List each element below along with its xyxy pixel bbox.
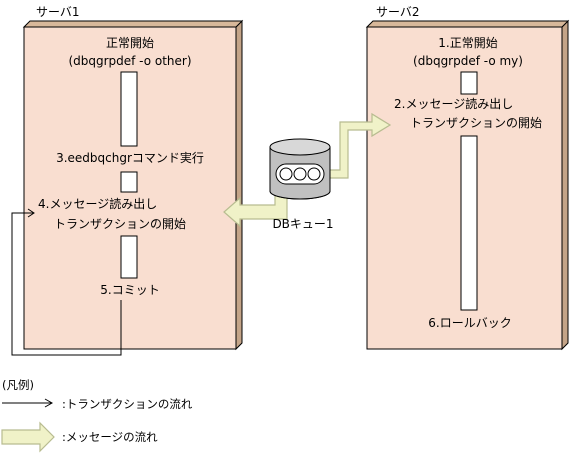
transaction-flow-loop <box>11 208 122 356</box>
db-queue-icon <box>269 138 331 200</box>
server1-wait-bar-1 <box>120 71 138 147</box>
message-arrow-to-server2 <box>325 112 392 179</box>
server2-processing-bar <box>460 135 478 311</box>
server2-step6: 6.ロールバック <box>428 316 511 330</box>
legend-title: (凡例) <box>2 378 34 392</box>
server1-wait-bar-2 <box>120 171 138 193</box>
server1-wait-bar-3 <box>120 235 138 279</box>
server1-title: サーバ1 <box>36 5 80 19</box>
server2-title: サーバ2 <box>376 5 420 19</box>
server1-step4-line1: 4.メッセージ読み出し <box>38 196 157 211</box>
server1-step5: 5.コミット <box>100 283 159 297</box>
legend-transaction-arrow <box>2 398 54 408</box>
server2-step2-line1: 2.メッセージ読み出し <box>394 96 513 111</box>
server2-wait-bar-1 <box>460 71 478 95</box>
db-queue-label: DBキュー1 <box>272 217 333 231</box>
server1-start-command: (dbqgrpdef -o other) <box>68 54 191 68</box>
server2-start-label: 1.正常開始 <box>438 36 497 50</box>
legend-message-arrow <box>1 421 55 453</box>
server1-start-label: 正常開始 <box>106 36 154 50</box>
server1-step3: 3.eedbqchgrコマンド実行 <box>56 150 204 165</box>
legend-message-label: :メッセージの流れ <box>62 430 158 444</box>
server2-start-command: (dbqgrpdef -o my) <box>413 54 523 68</box>
legend-transaction-label: :トランザクションの流れ <box>62 397 193 411</box>
server1-step4-line2: トランザクションの開始 <box>54 217 186 231</box>
server2-step2-line2: トランザクションの開始 <box>410 116 542 130</box>
